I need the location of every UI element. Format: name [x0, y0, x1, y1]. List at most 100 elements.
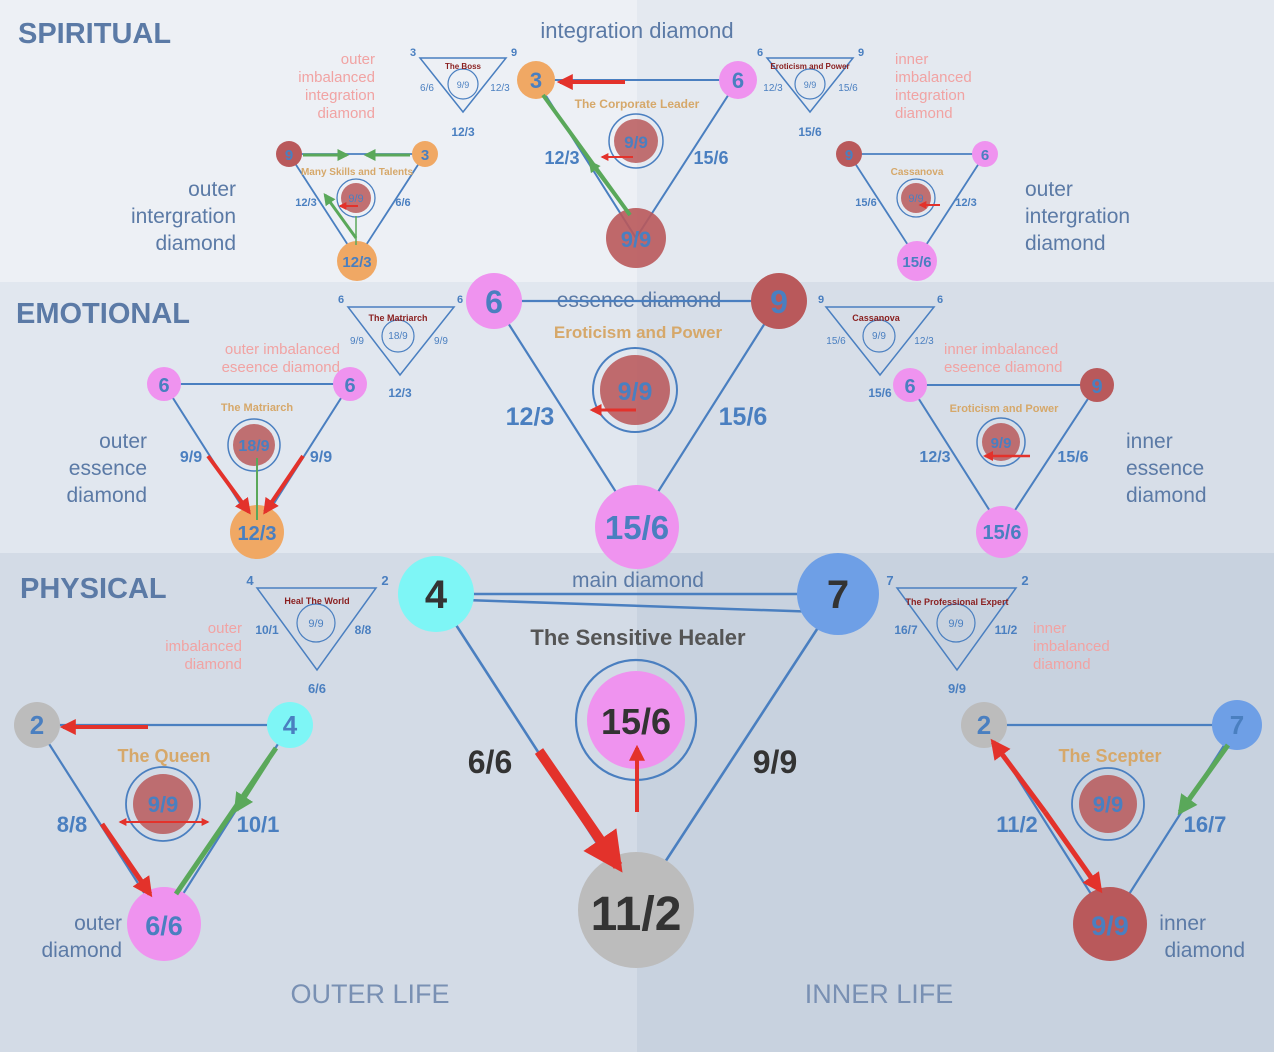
inner-imbalanced-essence-label: inner imbalanced eseence diamond	[944, 341, 1062, 376]
svg-text:inner: inner	[895, 51, 928, 68]
svg-text:9/9: 9/9	[948, 681, 966, 696]
outer-imbalanced-physical-label: outer imbalanced diamond	[165, 620, 242, 673]
svg-text:15/6: 15/6	[798, 125, 822, 139]
svg-text:11/2: 11/2	[995, 623, 1018, 637]
outer-essence-label: outer essence diamond	[66, 430, 147, 507]
svg-text:15/6: 15/6	[693, 148, 728, 168]
svg-text:12/3: 12/3	[506, 403, 555, 431]
inner-essence-label: inner essence diamond	[1126, 430, 1207, 507]
svg-text:4: 4	[246, 573, 254, 588]
svg-text:diamond: diamond	[895, 105, 953, 122]
svg-text:12/3: 12/3	[238, 523, 277, 545]
svg-text:integration: integration	[895, 87, 965, 104]
outer-diamond-label: outer diamond	[41, 912, 122, 962]
svg-text:9/9: 9/9	[350, 336, 364, 347]
diamond-title: The Matriarch	[368, 313, 427, 323]
svg-text:2: 2	[381, 573, 388, 588]
diamond-the-boss: The Boss 9/9 3 9 6/6 12/3 12/3	[410, 47, 517, 139]
diamond-many-skills: 9/9 Many Skills and Talents 9 3 12/3 12/…	[276, 141, 438, 281]
svg-text:6: 6	[937, 294, 943, 306]
svg-text:outer: outer	[99, 430, 147, 453]
svg-text:6: 6	[732, 68, 744, 93]
diamond-title: Eroticism and Power	[554, 323, 723, 342]
diamond-the-queen: 9/9 The Queen 2 4 6/6 8/8 10/1	[14, 702, 313, 961]
svg-text:outer: outer	[1025, 178, 1073, 201]
svg-text:9/9: 9/9	[148, 792, 179, 817]
section-emotional: EMOTIONAL	[16, 298, 190, 330]
svg-text:essence: essence	[1126, 457, 1204, 480]
svg-text:outer: outer	[341, 51, 375, 68]
svg-text:inner: inner	[1159, 912, 1206, 935]
diamond-corporate-leader: 9/9 The Corporate Leader 3 6 9/9 12/3 15…	[517, 61, 757, 268]
svg-text:10/1: 10/1	[237, 812, 280, 837]
svg-text:9/9: 9/9	[908, 193, 923, 205]
svg-text:imbalanced: imbalanced	[165, 638, 242, 655]
svg-text:3: 3	[410, 47, 416, 59]
svg-text:6: 6	[158, 375, 169, 397]
svg-text:9/9: 9/9	[618, 378, 653, 406]
svg-text:12/3: 12/3	[451, 125, 475, 139]
svg-text:11/2: 11/2	[591, 888, 682, 941]
svg-text:12/3: 12/3	[919, 449, 950, 466]
diamond-eroticism-essence: 9/9 Eroticism and Power 6 9 15/6 12/3 15…	[466, 273, 807, 569]
svg-text:18/9: 18/9	[388, 331, 408, 342]
svg-text:12/3: 12/3	[914, 336, 934, 347]
svg-text:16/7: 16/7	[894, 623, 918, 637]
integration-diamond-label: integration diamond	[540, 18, 733, 43]
svg-text:9/9: 9/9	[1093, 792, 1124, 817]
green-arrow	[588, 160, 632, 216]
svg-text:9/9: 9/9	[310, 449, 332, 466]
diamond-eroticism-small-top: Eroticism and Power 9/9 6 9 12/3 15/6 15…	[757, 47, 864, 139]
diamond-matriarch-small: The Matriarch 18/9 6 6 9/9 9/9 12/3	[338, 294, 463, 400]
svg-text:outer imbalanced: outer imbalanced	[225, 341, 340, 358]
svg-text:12/3: 12/3	[295, 197, 316, 209]
diamond-title: Many Skills and Talents	[301, 167, 414, 178]
svg-text:4: 4	[283, 710, 298, 740]
main-diamond-label: main diamond	[572, 569, 704, 592]
diamond-title: Eroticism and Power	[950, 403, 1060, 415]
outer-life-label: OUTER LIFE	[290, 979, 449, 1009]
diamond-professional-expert: The Professional Expert 9/9 7 2 16/7 11/…	[886, 573, 1028, 696]
svg-text:diamond: diamond	[66, 484, 147, 507]
svg-text:6/6: 6/6	[145, 911, 183, 941]
diamond-eroticism-inner: 9/9 Eroticism and Power 6 9 15/6 12/3 15…	[893, 368, 1114, 558]
svg-text:diamond: diamond	[1164, 939, 1245, 962]
svg-text:6/6: 6/6	[395, 197, 410, 209]
svg-text:12/3: 12/3	[342, 254, 371, 271]
svg-text:15/6: 15/6	[1057, 449, 1088, 466]
diamond-cassanova-small: Cassanova 9/9 9 6 15/6 12/3 15/6	[818, 294, 943, 400]
svg-text:9: 9	[285, 147, 293, 164]
svg-text:3: 3	[530, 68, 542, 93]
svg-text:9: 9	[845, 147, 853, 164]
diamond-title: Eroticism and Power	[770, 62, 849, 71]
diamond-heal-world: Heal The World 9/9 4 2 10/1 8/8 6/6	[246, 573, 388, 696]
svg-text:9/9: 9/9	[753, 744, 797, 780]
diamond-title: The Scepter	[1058, 746, 1161, 766]
section-spiritual: SPIRITUAL	[18, 18, 171, 50]
diamond-title: The Sensitive Healer	[530, 625, 746, 650]
diamond-cassanova-top: 9/9 Cassanova 9 6 15/6 15/6 12/3	[836, 141, 998, 281]
svg-text:2: 2	[977, 710, 991, 740]
svg-text:15/6: 15/6	[601, 701, 671, 742]
outer-integration-label-left: outer intergration diamond	[131, 178, 236, 255]
diamond-title: Heal The World	[284, 596, 349, 606]
svg-text:15/6: 15/6	[838, 83, 858, 94]
svg-text:imbalanced: imbalanced	[1033, 638, 1110, 655]
svg-text:6: 6	[981, 147, 989, 164]
svg-text:15/6: 15/6	[868, 386, 892, 400]
svg-text:12/3: 12/3	[388, 386, 412, 400]
svg-text:6: 6	[904, 376, 915, 398]
svg-text:6: 6	[457, 294, 463, 306]
inner-life-label: INNER LIFE	[805, 979, 954, 1009]
svg-text:4: 4	[425, 573, 448, 617]
diamond-title: The Matriarch	[221, 402, 293, 414]
svg-text:intergration: intergration	[1025, 205, 1130, 228]
svg-text:6: 6	[485, 284, 503, 320]
svg-text:inner imbalanced: inner imbalanced	[944, 341, 1058, 358]
svg-text:9/9: 9/9	[180, 449, 202, 466]
svg-text:inner: inner	[1126, 430, 1173, 453]
svg-text:9/9: 9/9	[948, 618, 963, 630]
outer-integration-label-right: outer intergration diamond	[1025, 178, 1130, 255]
